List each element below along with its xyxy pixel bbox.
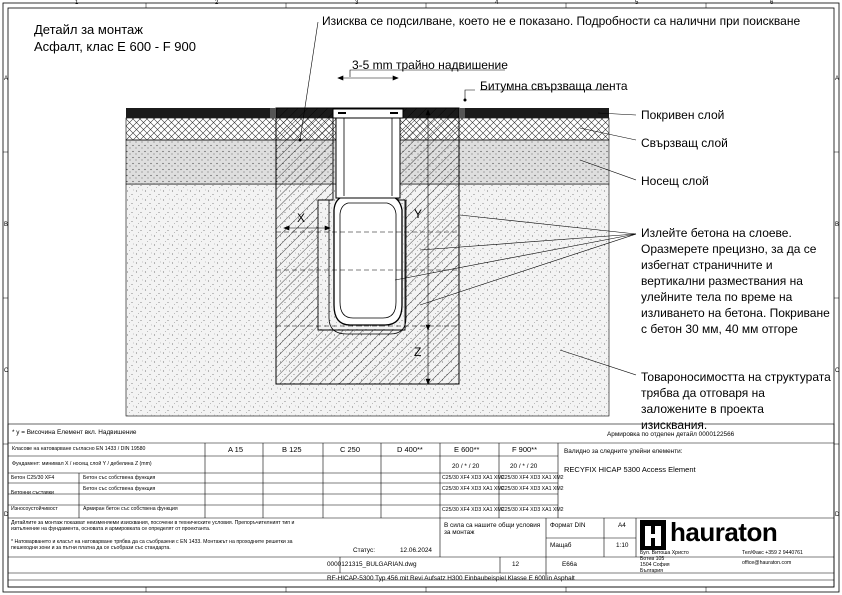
- load-class-c250: C 250: [340, 445, 361, 454]
- format-value: A4: [618, 522, 626, 529]
- ruler-col-3: 3: [355, 0, 359, 6]
- scale-value: 1:10: [616, 542, 629, 549]
- format-label: Формат DIN: [550, 522, 586, 529]
- dimension-y: Y: [414, 207, 423, 221]
- status-date: 12.06.2024: [400, 547, 432, 554]
- load-class-a15: A 15: [228, 445, 244, 454]
- concrete-f-3: C25/30 XF4 XD3 XA1 XM2: [501, 507, 564, 513]
- concrete-e-1: C25/30 XF4 XD3 XA1 XM2: [442, 475, 505, 481]
- concrete-note: Излейте бетона на слоеве. Оразмерете пре…: [641, 226, 830, 336]
- ruler-col-2: 2: [215, 0, 219, 6]
- footer-note-2: * Натоварването и класът на натоварване …: [11, 539, 293, 551]
- concrete-e-2: C25/30 XF4 XD3 XA1 XM2: [442, 486, 505, 492]
- detail-title: Детайл за монтаж: [34, 22, 143, 37]
- ruler-row-d: D: [4, 512, 9, 518]
- foundation-f: 20 / * / 20: [510, 463, 538, 470]
- load-class-b125: B 125: [282, 445, 302, 454]
- contact-email: office@hauraton.com: [742, 560, 792, 566]
- address-line-4: България: [640, 568, 663, 574]
- hauraton-logo-icon: [640, 520, 666, 550]
- valid-for-label: Валидно за следните улейни елементи:: [564, 448, 683, 455]
- address-line-1: Бул. Витоша Христо: [640, 550, 689, 556]
- address-line-3: 1504 София: [640, 562, 670, 568]
- row-label-concrete: Бетон C25/30 XF4: [11, 475, 55, 481]
- contact-phone: Тел/Факс +359 2 9440761: [742, 550, 803, 556]
- reinforcement-reference: Армировка по отделен детайл 0000122566: [607, 431, 735, 438]
- concrete-f-1: C25/30 XF4 XD3 XA1 XM2: [501, 475, 564, 481]
- ruler-row-a: A: [4, 76, 9, 82]
- ruler-col-1: 1: [75, 0, 79, 6]
- ruler-row-d-right: D: [835, 512, 840, 518]
- status-label: Статус:: [353, 547, 375, 554]
- drawing-number: 0000121315_BULGARIAN.dwg: [327, 561, 417, 568]
- ruler-row-b-right: B: [835, 222, 840, 228]
- legend-note: * y = Височина Елемент вкл. Надвишение: [12, 429, 137, 436]
- ruler-row-c-right: C: [835, 368, 840, 374]
- row-label-components: Бетонни съставки: [11, 490, 54, 496]
- foundation-label: Фундамент: минимал X / носещ слой Y / де…: [12, 461, 152, 467]
- scale-label: Мащаб: [550, 542, 572, 549]
- concrete-e-3: C25/30 XF4 XD3 XA1 XM2: [442, 507, 505, 513]
- bitumen-tape-label: Битумна свързваща лента: [480, 79, 628, 93]
- footer-note-1: Детайлите за монтаж показват неизменяеми…: [11, 520, 295, 532]
- address-line-2: Ботев 105: [640, 556, 665, 562]
- product-name: RECYFIX HICAP 5300 Access Element: [564, 465, 696, 474]
- ruler-col-5: 5: [635, 0, 639, 6]
- load-capacity-note: Товароносимостта на структурата трябва д…: [641, 370, 831, 432]
- ruler-col-6: 6: [770, 0, 774, 6]
- brand-name: hauraton: [670, 517, 778, 547]
- terms-note: В сила са нашите общи условия за монтаж: [444, 522, 541, 537]
- load-class-d400: D 400**: [397, 445, 423, 454]
- tilt-note: 3-5 mm трайно надвишение: [352, 58, 508, 72]
- dimension-x: X: [297, 211, 306, 225]
- ruler-row-a-right: A: [835, 76, 840, 82]
- load-class-label: Класове на натоварване съгласно EN 1433 …: [12, 446, 146, 452]
- dimension-z: Z: [414, 345, 422, 359]
- drawing-description: RF-HICAP-5300 Typ 456 mit Revi Aufsatz H…: [327, 575, 575, 582]
- layer-label-wearing: Покривен слой: [641, 108, 725, 122]
- load-class-f900: F 900**: [512, 445, 538, 454]
- sheet-number: 12: [512, 561, 520, 568]
- detail-subtitle: Асфалт, клас E 600 - F 900: [34, 39, 196, 54]
- ruler-row-c: C: [4, 368, 9, 374]
- ruler-row-b: B: [4, 222, 9, 228]
- row-label-2: Бетон със собствена функция: [83, 475, 156, 481]
- row-label-wear: Износоустойчивост: [11, 506, 58, 512]
- foundation-e: 20 / * / 20: [452, 463, 480, 470]
- row-label-3: Бетон със собствена функция: [83, 486, 156, 492]
- revision: E66a: [562, 561, 577, 568]
- load-class-e600: E 600**: [454, 445, 480, 454]
- row-label-4: Армиран бетон със собствена функция: [83, 506, 178, 512]
- ruler-col-4: 4: [495, 0, 499, 6]
- concrete-f-2: C25/30 XF4 XD3 XA1 XM2: [501, 486, 564, 492]
- reinforcement-note: Изисква се подсилване, което не е показа…: [322, 14, 801, 28]
- layer-label-binder: Свързващ слой: [641, 136, 728, 150]
- layer-label-base: Носещ слой: [641, 174, 709, 188]
